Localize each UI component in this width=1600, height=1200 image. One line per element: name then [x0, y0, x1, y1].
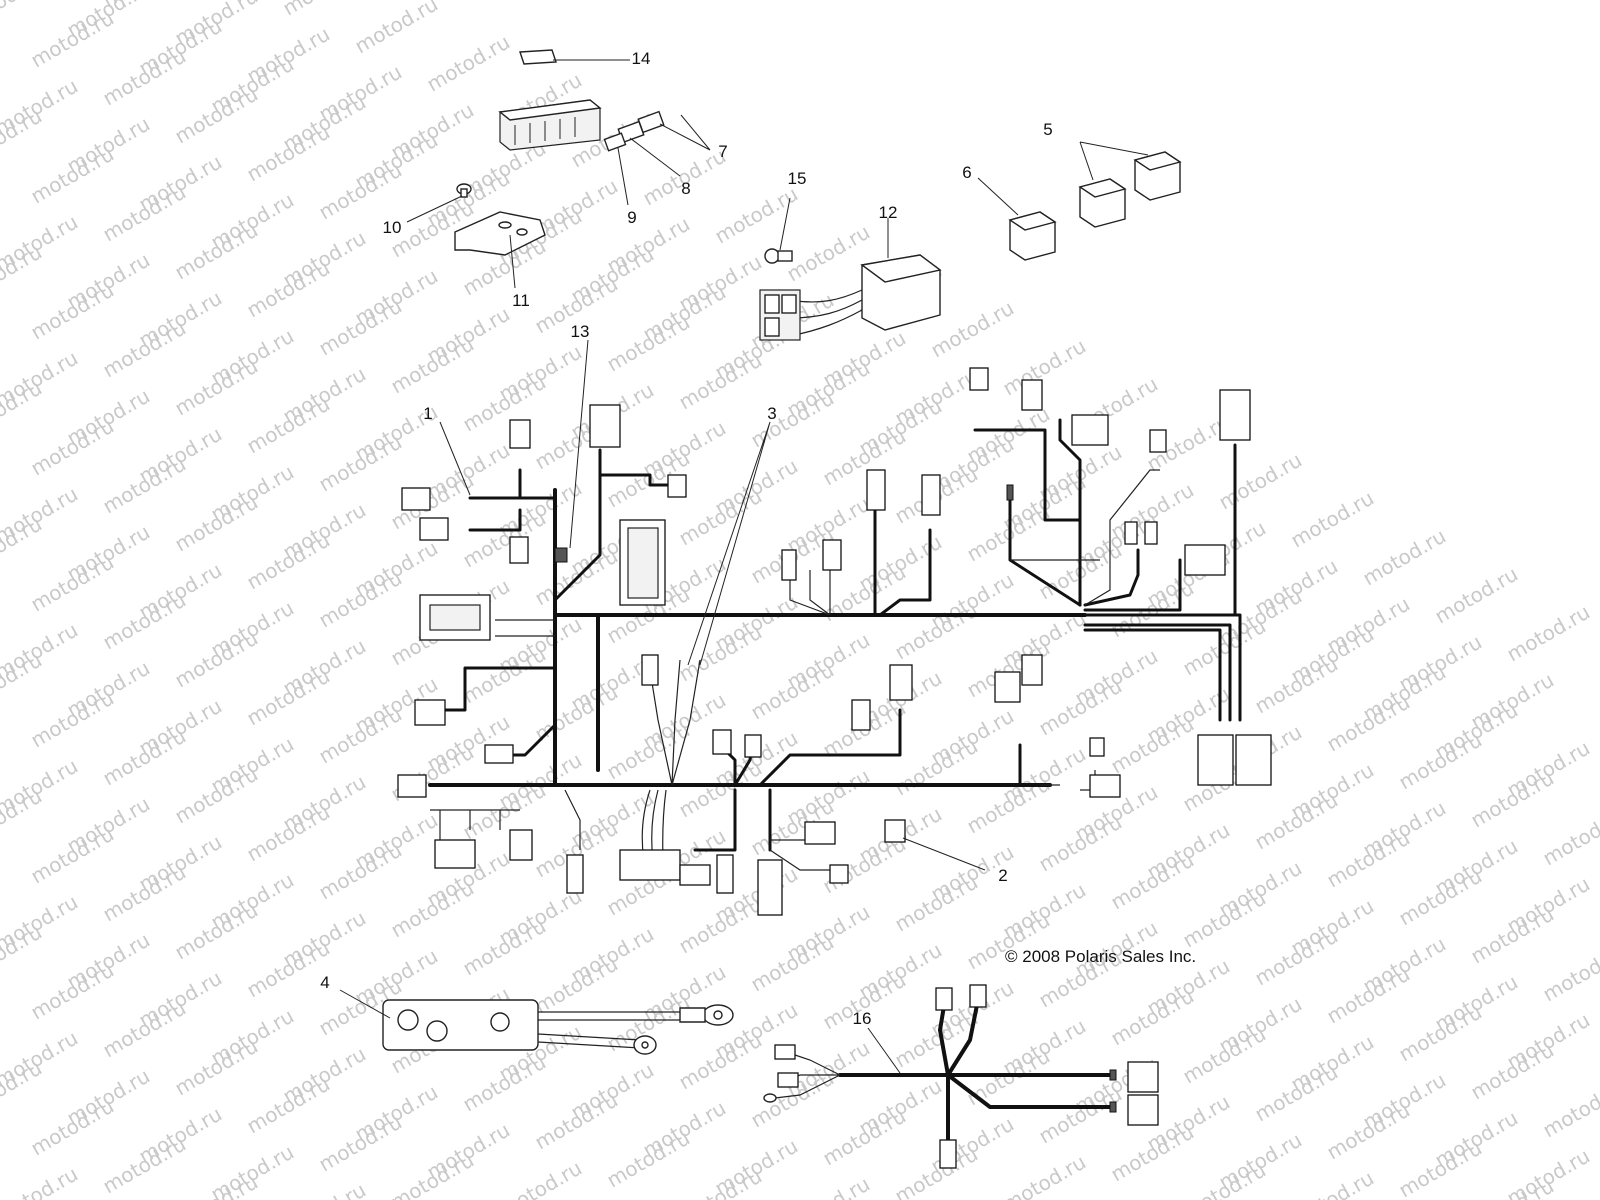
watermark-text: motod.ru	[639, 144, 730, 211]
callout-2: 2	[998, 866, 1007, 885]
callout-13: 13	[571, 322, 590, 341]
watermark-text: motod.ru	[495, 1156, 586, 1200]
callout-9: 9	[627, 208, 636, 227]
control-module-part	[759, 254, 942, 341]
watermark-text: motod.ru	[0, 1162, 82, 1200]
connectors	[397, 367, 1272, 916]
leader-lines	[339, 59, 1149, 1074]
callout-10: 10	[383, 218, 402, 237]
callout-labels: 1 2 3 4 5 6 7 8 9 10 11 12 13 14 15 16	[320, 49, 1052, 1028]
battery-cable-assembly	[382, 999, 734, 1055]
watermark-text: motod.ru	[1539, 940, 1600, 1007]
callout-16: 16	[853, 1009, 872, 1028]
relay-5a	[1078, 178, 1127, 228]
watermark-text: motod.ru	[1215, 448, 1306, 515]
watermark-text: motod.ru	[711, 182, 802, 249]
callout-8: 8	[681, 179, 690, 198]
bracket-part	[454, 211, 546, 256]
watermark-text: motod.ru	[1179, 1158, 1270, 1200]
callout-12: 12	[879, 203, 898, 222]
watermark-text: motod.ru	[0, 0, 46, 34]
callout-3: 3	[767, 404, 776, 423]
callout-15: 15	[788, 169, 807, 188]
copyright-notice: © 2008 Polaris Sales Inc.	[1005, 947, 1196, 966]
fuse-set-7-8-9	[603, 110, 665, 152]
screw-part	[456, 183, 472, 198]
watermark-text: motod.ru	[423, 30, 514, 97]
watermark-text: motod.ru	[1539, 1076, 1600, 1143]
watermark-text: motod.ru	[351, 0, 442, 58]
watermark-text: motod.ru	[891, 1142, 982, 1200]
watermark-text: motod.ru	[783, 220, 874, 287]
relay-5b	[1133, 151, 1182, 201]
watermark-text: motod.ru	[783, 1172, 874, 1200]
fuse-box-part	[498, 99, 602, 151]
watermark-text: motod.ru	[1431, 562, 1522, 629]
watermark-text: motod.ru	[1287, 1166, 1378, 1200]
watermark-text: motod.ru	[1359, 524, 1450, 591]
callout-11: 11	[512, 291, 530, 310]
watermark-text: motod.ru	[1287, 486, 1378, 553]
sub-harness	[763, 984, 1159, 1169]
watermark-text: motod.ru	[1539, 804, 1600, 871]
callout-5: 5	[1043, 120, 1052, 139]
main-harness	[428, 418, 1242, 881]
callout-4: 4	[320, 973, 329, 992]
watermark-text: motod.ru	[999, 334, 1090, 401]
relay-6	[1008, 211, 1057, 261]
bulb-socket-part	[764, 248, 793, 264]
watermark-text: motod.ru	[387, 1148, 478, 1200]
watermark-text: motod.ru	[999, 1150, 1090, 1200]
watermark-text: motod.ru	[279, 0, 370, 20]
fuse-box-cover-label	[519, 49, 557, 65]
callout-6: 6	[962, 163, 971, 182]
callout-1: 1	[423, 404, 432, 423]
callout-14: 14	[632, 49, 651, 68]
watermark-text: motod.ru	[279, 1178, 370, 1200]
watermark-text: motod.ru	[1503, 600, 1594, 667]
callout-7: 7	[718, 142, 727, 161]
